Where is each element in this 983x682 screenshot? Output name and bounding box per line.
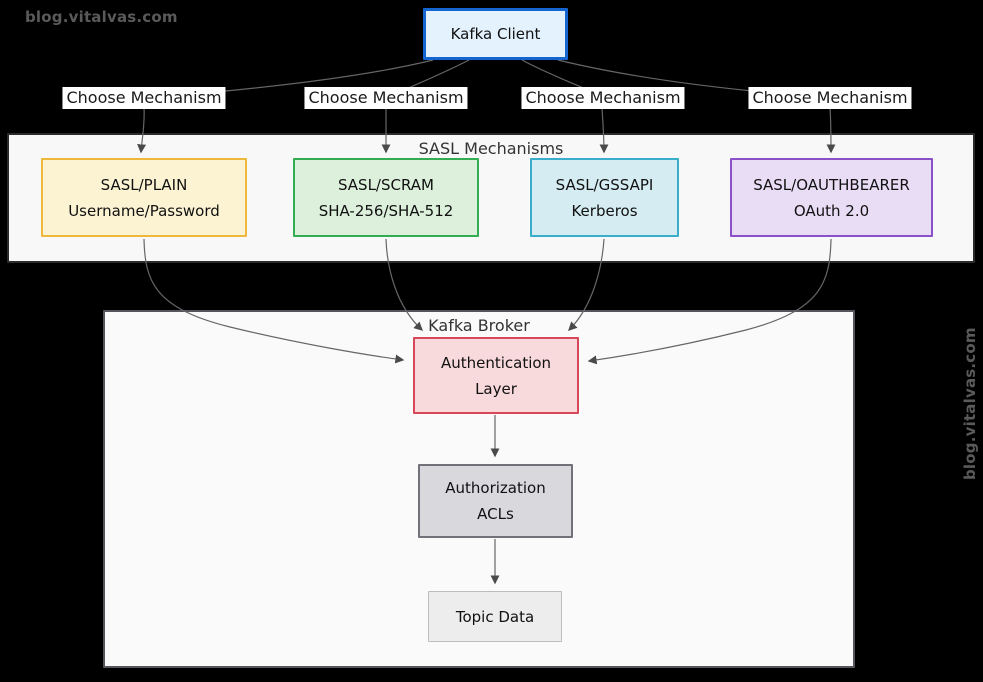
node-sasl-gssapi: SASL/GSSAPI Kerberos <box>530 158 679 237</box>
authorization-line1: Authorization <box>445 479 546 497</box>
edge-gssapi-to-auth <box>568 238 605 331</box>
node-sasl-scram: SASL/SCRAM SHA-256/SHA-512 <box>293 158 479 237</box>
node-sasl-oauthbearer: SASL/OAUTHBEARER OAuth 2.0 <box>730 158 933 237</box>
edge-label3-to-gssapi <box>599 107 609 154</box>
kafka-broker-title: Kafka Broker <box>428 316 530 335</box>
edge-label-choose-mechanism-2: Choose Mechanism <box>304 87 468 109</box>
sasl-plain-line1: SASL/PLAIN <box>100 175 188 194</box>
edge-label-choose-mechanism-3: Choose Mechanism <box>521 87 685 109</box>
watermark-top-left: blog.vitalvas.com <box>25 8 178 26</box>
edge-plain-to-auth <box>143 238 405 364</box>
authorization-line2: ACLs <box>477 505 514 523</box>
edge-label-choose-mechanism-1: Choose Mechanism <box>62 87 226 109</box>
sasl-oauthbearer-line1: SASL/OAUTHBEARER <box>753 175 910 194</box>
authentication-line2: Layer <box>475 379 517 398</box>
sasl-gssapi-line1: SASL/GSSAPI <box>555 175 654 194</box>
node-authorization-acls: Authorization ACLs <box>418 464 573 538</box>
authentication-line1: Authentication <box>440 353 552 372</box>
sasl-gssapi-line2: Kerberos <box>571 201 638 220</box>
edge-oauthbearer-to-auth <box>587 238 832 365</box>
sasl-mechanisms-title: SASL Mechanisms <box>418 139 564 158</box>
sasl-scram-line1: SASL/SCRAM <box>337 175 434 194</box>
sasl-scram-line2: SHA-256/SHA-512 <box>318 201 454 220</box>
kafka-client-label: Kafka Client <box>450 25 541 43</box>
topic-data-label: Topic Data <box>455 607 535 626</box>
node-topic-data: Topic Data <box>428 591 562 642</box>
node-kafka-client: Kafka Client <box>423 8 568 60</box>
edge-label4-to-oauthbearer <box>826 107 836 154</box>
node-authentication-layer: Authentication Layer <box>413 337 579 414</box>
sasl-oauthbearer-line2: OAuth 2.0 <box>793 201 870 220</box>
node-sasl-plain: SASL/PLAIN Username/Password <box>41 158 247 237</box>
edge-scram-to-auth <box>385 238 423 331</box>
edge-label-choose-mechanism-4: Choose Mechanism <box>748 87 912 109</box>
sasl-plain-line2: Username/Password <box>68 201 220 220</box>
edge-label1-to-plain <box>137 107 147 154</box>
